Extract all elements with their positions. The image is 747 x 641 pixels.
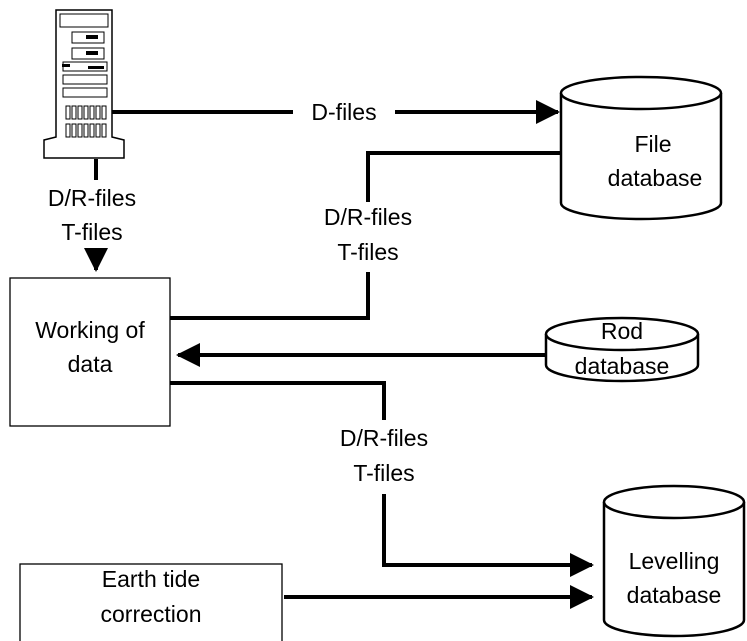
working-of-data-line2: data — [68, 351, 113, 377]
file-db-out-label-2: T-files — [337, 239, 398, 265]
working-to-levelling-upper-line — [170, 381, 386, 420]
rod-database-cylinder: Rod database — [544, 316, 700, 383]
working-of-data-box — [9, 277, 171, 427]
earth-tide-correction-box — [19, 563, 283, 641]
working-out-label-1: D/R-files — [340, 425, 428, 451]
file-database-line2: database — [608, 165, 703, 191]
file-database-cylinder: File database — [559, 75, 723, 221]
working-out-label-2: T-files — [353, 460, 414, 486]
working-to-levelling-arrow — [382, 494, 594, 577]
working-to-file-db-upper-line — [366, 151, 560, 202]
earth-tide-line2: correction — [101, 601, 202, 627]
working-of-data-line1: Working of — [35, 317, 145, 343]
server-tower-icon — [43, 9, 125, 159]
rod-database-line1: Rod — [601, 318, 643, 344]
server-out-label-2: T-files — [61, 219, 122, 245]
working-to-file-db-lower-line — [170, 272, 370, 320]
server-out-label-1: D/R-files — [48, 185, 136, 211]
file-database-line1: File — [634, 131, 671, 157]
d-files-label: D-files — [311, 99, 376, 125]
levelling-database-cylinder: Levelling database — [602, 484, 746, 638]
levelling-database-line2: database — [627, 582, 722, 608]
rod-database-line2: database — [575, 353, 670, 379]
levelling-database-line1: Levelling — [629, 548, 720, 574]
earth-tide-line1: Earth tide — [102, 566, 200, 592]
file-db-out-label-1: D/R-files — [324, 204, 412, 230]
